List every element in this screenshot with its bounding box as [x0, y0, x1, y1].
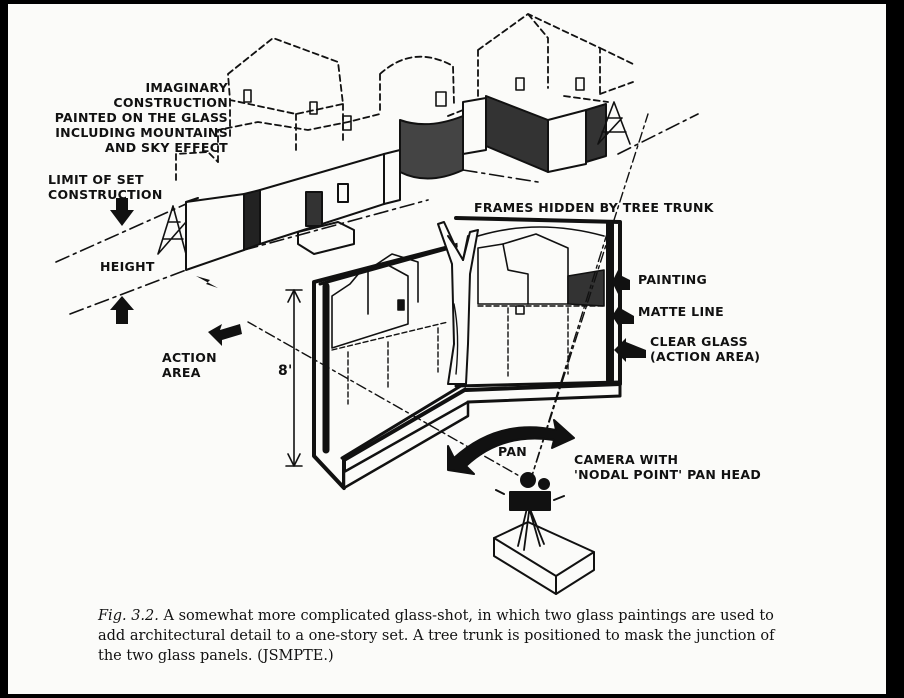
tower-windows: [243, 77, 585, 131]
dimension-8ft: [285, 289, 303, 467]
figure-caption: Fig. 3.2. A somewhat more complicated gl…: [98, 606, 798, 666]
camera-icon: [493, 472, 595, 595]
right-pointer-arrows: [612, 270, 646, 362]
label-limit-of-set: LIMIT OF SET CONSTRUCTION: [48, 172, 163, 202]
height-arrows: [110, 198, 242, 346]
label-camera: CAMERA WITH 'NODAL POINT' PAN HEAD: [574, 452, 762, 482]
set-walls: [185, 95, 607, 271]
tree-trunk: [437, 221, 479, 385]
figure-number: Fig. 3.2.: [98, 608, 159, 624]
glass-shot-illustration: [55, 13, 699, 595]
caption-text: A somewhat more complicated glass-shot, …: [98, 608, 775, 664]
label-painting: PAINTING: [638, 272, 708, 287]
scaffolding: [157, 101, 631, 255]
book-page: IMAGINARY CONSTRUCTION PAINTED ON THE GL…: [8, 4, 886, 694]
label-eight-feet: 8': [278, 363, 293, 379]
label-frames-hidden: FRAMES HIDDEN BY TREE TRUNK: [474, 200, 714, 215]
label-imaginary-construction: IMAGINARY CONSTRUCTION PAINTED ON THE GL…: [54, 80, 228, 155]
label-height: HEIGHT: [100, 259, 155, 274]
label-matte-line: MATTE LINE: [638, 304, 724, 319]
label-clear-glass: CLEAR GLASS (ACTION AREA): [650, 334, 761, 364]
pan-arrow: [447, 419, 575, 475]
label-action-area: ACTION AREA: [162, 350, 217, 380]
label-pan: PAN: [498, 444, 528, 459]
set-floor-lines: [55, 113, 699, 315]
